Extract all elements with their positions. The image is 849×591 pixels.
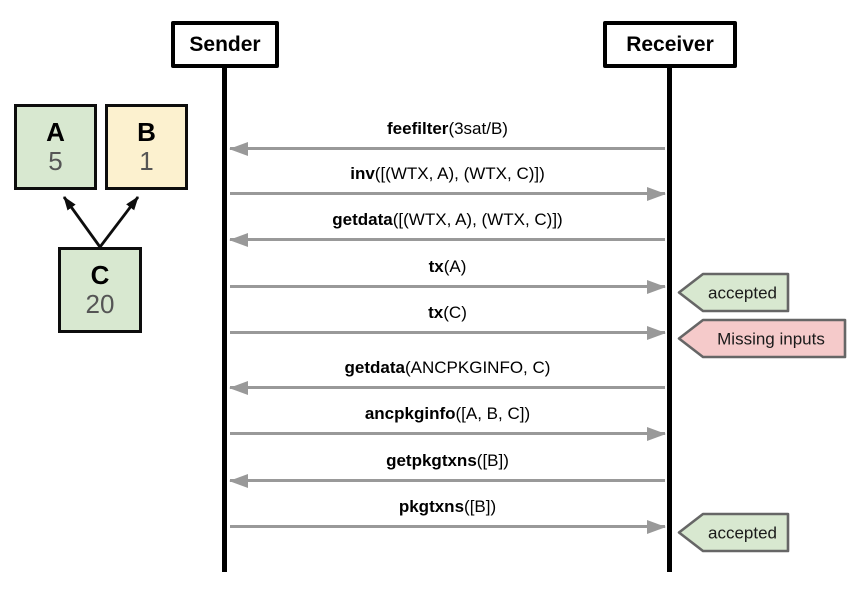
arrow-to-receiver bbox=[230, 432, 665, 435]
result-badge-label: Missing inputs bbox=[717, 329, 825, 348]
message-args: (A) bbox=[443, 257, 467, 276]
message-args: ([B]) bbox=[464, 497, 497, 516]
message-label: tx(C) bbox=[230, 303, 665, 325]
message-fn: ancpkginfo bbox=[364, 404, 456, 423]
message-args: (C) bbox=[443, 303, 467, 322]
arrow-to-receiver bbox=[230, 525, 665, 528]
message-fn: inv bbox=[350, 164, 375, 183]
edge-c-to-a bbox=[62, 196, 102, 248]
message-args: ([A, B, C]) bbox=[455, 404, 531, 423]
message-label: getdata(ANCPKGINFO, C) bbox=[230, 358, 665, 380]
message-label: inv([(WTX, A), (WTX, C)]) bbox=[230, 164, 665, 186]
message-args: ([(WTX, A), (WTX, C)]) bbox=[392, 210, 563, 229]
message-fn: tx bbox=[428, 303, 444, 322]
lifeline-sender bbox=[222, 68, 227, 572]
edge-c-to-b bbox=[98, 196, 140, 248]
message-args: (ANCPKGINFO, C) bbox=[405, 358, 551, 377]
node-id: B bbox=[137, 116, 156, 147]
result-badge-shape bbox=[677, 272, 790, 312]
message-fn: pkgtxns bbox=[398, 497, 465, 516]
message-args: ([B]) bbox=[476, 451, 509, 470]
package-node-c: C 20 bbox=[58, 247, 142, 333]
result-badge-success: accepted bbox=[677, 512, 790, 552]
message-fn: feefilter bbox=[387, 119, 449, 138]
result-badge-shape bbox=[677, 318, 847, 358]
package-node-b: B 1 bbox=[105, 104, 188, 190]
arrow-to-receiver bbox=[230, 192, 665, 195]
result-badge-label: accepted bbox=[708, 283, 777, 302]
message-label: feefilter(3sat/B) bbox=[230, 119, 665, 141]
node-fee: 20 bbox=[85, 289, 115, 319]
message-label: getdata([(WTX, A), (WTX, C)]) bbox=[230, 210, 665, 232]
actor-sender: Sender bbox=[171, 21, 279, 68]
result-badge-shape bbox=[677, 512, 790, 552]
arrow-to-receiver bbox=[230, 331, 665, 334]
result-badge-success: accepted bbox=[677, 272, 790, 312]
node-fee: 5 bbox=[48, 146, 63, 176]
message-label: tx(A) bbox=[230, 257, 665, 279]
message-args: (3sat/B) bbox=[448, 119, 508, 138]
arrow-to-sender bbox=[230, 479, 665, 482]
node-fee: 1 bbox=[139, 146, 154, 176]
arrow-to-sender bbox=[230, 147, 665, 150]
message-label: ancpkginfo([A, B, C]) bbox=[230, 404, 665, 426]
package-node-a: A 5 bbox=[14, 104, 97, 190]
message-fn: getdata bbox=[344, 358, 405, 377]
message-args: ([(WTX, A), (WTX, C)]) bbox=[374, 164, 545, 183]
result-badge-label: accepted bbox=[708, 523, 777, 542]
node-id: C bbox=[90, 259, 110, 290]
package-graph-edges bbox=[62, 196, 140, 248]
arrow-to-sender bbox=[230, 238, 665, 241]
message-label: pkgtxns([B]) bbox=[230, 497, 665, 519]
result-badge-error: Missing inputs bbox=[677, 318, 847, 358]
message-fn: getdata bbox=[332, 210, 393, 229]
actor-receiver: Receiver bbox=[603, 21, 737, 68]
message-fn: tx bbox=[428, 257, 444, 276]
message-fn: getpkgtxns bbox=[386, 451, 477, 470]
message-label: getpkgtxns([B]) bbox=[230, 451, 665, 473]
arrow-to-sender bbox=[230, 386, 665, 389]
arrow-to-receiver bbox=[230, 285, 665, 288]
lifeline-receiver bbox=[667, 68, 672, 572]
node-id: A bbox=[46, 116, 65, 147]
